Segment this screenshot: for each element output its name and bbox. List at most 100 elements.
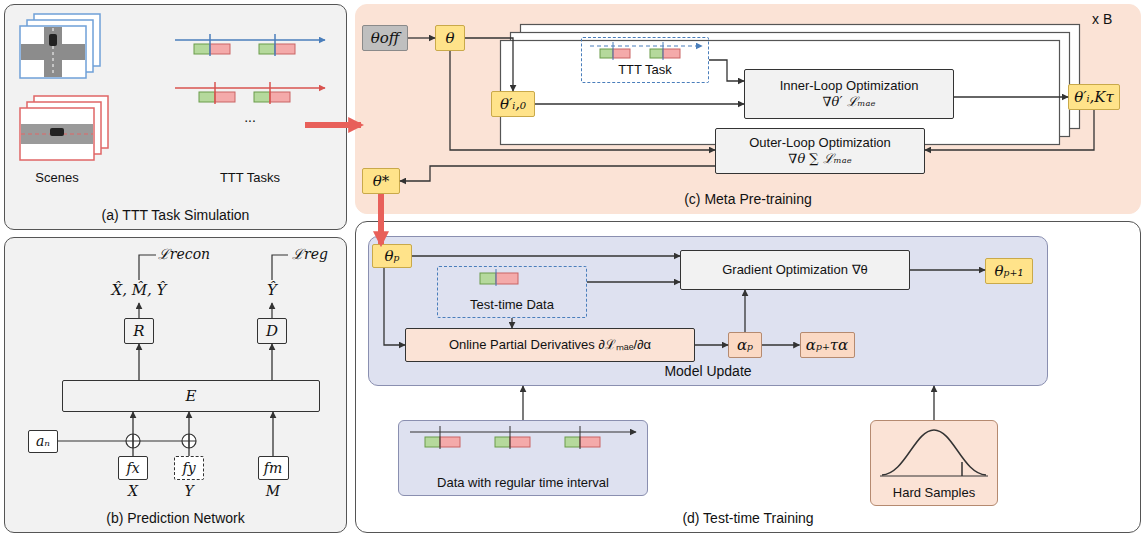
math-label: fx bbox=[126, 460, 139, 477]
regular-interval-timeline-part bbox=[510, 426, 511, 449]
parameter-box: αₚ₊τα bbox=[800, 332, 855, 358]
task-timeline-red-part bbox=[269, 82, 271, 104]
label-holder: Scenes bbox=[35, 168, 78, 186]
task-timeline-blue-part bbox=[275, 44, 295, 54]
test-time-sample-part bbox=[480, 273, 496, 284]
parameter-box: θ* bbox=[362, 168, 400, 194]
box-label: Online Partial Derivatives ∂ℒₘₐₑ/∂α bbox=[449, 337, 651, 353]
box-label: Inner-Loop Optimization bbox=[780, 78, 919, 94]
label-holder: ℒrecon bbox=[158, 245, 210, 263]
embedding-adder-part bbox=[58, 440, 182, 441]
math-label: Y bbox=[184, 483, 193, 499]
scene-stack-red-part bbox=[34, 96, 108, 148]
annotation-label: TTT Tasks bbox=[220, 170, 280, 185]
output-leads-part bbox=[139, 255, 156, 280]
test-time-sample-part bbox=[496, 269, 497, 286]
task-timeline-red-part bbox=[199, 92, 215, 102]
data-box: Test-time Data bbox=[437, 266, 587, 318]
regular-interval-timeline-part bbox=[495, 437, 510, 447]
scene-stack-red-part bbox=[21, 134, 93, 135]
ttt-task-timeline-part bbox=[600, 49, 613, 58]
panel: (a) TTT Task Simulation bbox=[4, 4, 347, 230]
box-label: TTT Task bbox=[618, 62, 672, 78]
math-label: ℒreg bbox=[292, 246, 328, 262]
math-label: ℒrecon bbox=[158, 246, 210, 262]
task-timeline-red-part bbox=[175, 87, 325, 89]
parameter-box: θ′ᵢ,₀ bbox=[491, 91, 535, 117]
math-label: αₚ₊τα bbox=[806, 336, 848, 354]
scene-stack-red-part bbox=[20, 108, 94, 160]
output-leads-part bbox=[271, 303, 272, 318]
ttt-task-timeline bbox=[590, 42, 702, 60]
title-holder: Model Update bbox=[369, 362, 1047, 380]
panel-title: (a) TTT Task Simulation bbox=[102, 207, 250, 223]
regular-interval-timeline-part bbox=[440, 426, 441, 449]
task-timeline-blue-part bbox=[274, 34, 276, 56]
task-timeline-blue-part bbox=[210, 44, 230, 54]
scene-stack-red bbox=[20, 96, 108, 160]
task-box: TTT Task bbox=[581, 37, 709, 83]
process-box: Outer-Loop Optimization∇θ ∑ ℒₘₐₑ bbox=[715, 128, 925, 174]
embedding-box: fx bbox=[118, 456, 148, 480]
parameter-box: θₚ bbox=[372, 244, 412, 268]
box-label: Hard Samples bbox=[893, 485, 975, 501]
repeat-count: x B bbox=[1092, 11, 1112, 27]
ttt-task-timeline-part bbox=[613, 42, 614, 60]
output-leads bbox=[139, 255, 288, 318]
title-holder: (c) Meta Pre-training bbox=[356, 190, 1140, 208]
task-timeline-blue-part bbox=[175, 39, 325, 41]
task-timeline-blue-part bbox=[209, 34, 211, 56]
panel: (b) Prediction NetworkERDaₙfxfyfm bbox=[4, 237, 347, 533]
math-label: X bbox=[128, 483, 138, 499]
math-label: θoff bbox=[371, 29, 400, 47]
embedding-adder-part bbox=[182, 434, 196, 448]
task-timeline-blue-part bbox=[259, 44, 275, 54]
task-timeline-red-part bbox=[270, 92, 290, 102]
math-label: X̂, M̂, Ŷ bbox=[111, 281, 166, 299]
regular-interval-timeline-part bbox=[580, 426, 581, 449]
task-timeline-blue-part bbox=[194, 44, 210, 54]
embedding-box: fm bbox=[258, 456, 289, 480]
decoder-box: R bbox=[124, 318, 154, 344]
process-box: Inner-Loop Optimization∇θ′ ℒₘₐₑ bbox=[744, 69, 954, 119]
annotation-label: Scenes bbox=[35, 170, 78, 185]
ttt-task-timeline-part bbox=[650, 49, 663, 58]
box-label: Test-time Data bbox=[470, 297, 554, 313]
embedding-adder bbox=[58, 434, 196, 448]
scene-stack-blue-part bbox=[21, 44, 85, 60]
scene-stack-blue bbox=[20, 14, 100, 78]
regular-interval-timeline-part bbox=[580, 437, 600, 447]
scene-stack-red-part bbox=[50, 128, 64, 136]
box-label: Outer-Loop Optimization bbox=[749, 135, 891, 151]
scene-stack-blue-part bbox=[27, 20, 93, 72]
regular-interval-timeline bbox=[410, 426, 636, 449]
math-label: aₙ bbox=[36, 433, 50, 450]
embedding-adder-part bbox=[182, 441, 196, 442]
scene-stack-blue-part bbox=[44, 27, 62, 77]
embedding-adder-part bbox=[189, 434, 190, 448]
math-label: fy bbox=[182, 460, 195, 477]
label-holder: TTT Tasks bbox=[220, 168, 280, 186]
math-label: R bbox=[133, 322, 144, 340]
task-timeline-red bbox=[175, 82, 325, 104]
scene-stack-blue-part bbox=[53, 28, 54, 76]
math-label: θ bbox=[445, 29, 454, 47]
distribution-curve bbox=[880, 430, 988, 476]
scene-stack-blue-part bbox=[49, 34, 57, 46]
title-holder: (a) TTT Task Simulation bbox=[5, 206, 346, 224]
data-box: Hard Samples bbox=[870, 420, 998, 506]
panel: (d) Test-time Training Model Update θₚTest… bbox=[355, 221, 1141, 533]
math-label: ∇θ ∑ ℒₘₐₑ bbox=[788, 151, 851, 167]
label-holder: X̂, M̂, Ŷ bbox=[111, 281, 166, 299]
distribution-curve-part bbox=[880, 475, 988, 476]
embedding-adder-part bbox=[126, 434, 140, 448]
embedding-adder-part bbox=[126, 441, 140, 442]
math-label: M bbox=[266, 483, 280, 499]
parameter-box: θ′ᵢ,Kτ bbox=[1068, 84, 1120, 110]
math-label: αₚ bbox=[737, 336, 753, 354]
label-holder: Ŷ bbox=[267, 281, 277, 299]
distribution-curve-part bbox=[961, 462, 963, 476]
title-holder: (d) Test-time Training bbox=[356, 509, 1140, 527]
